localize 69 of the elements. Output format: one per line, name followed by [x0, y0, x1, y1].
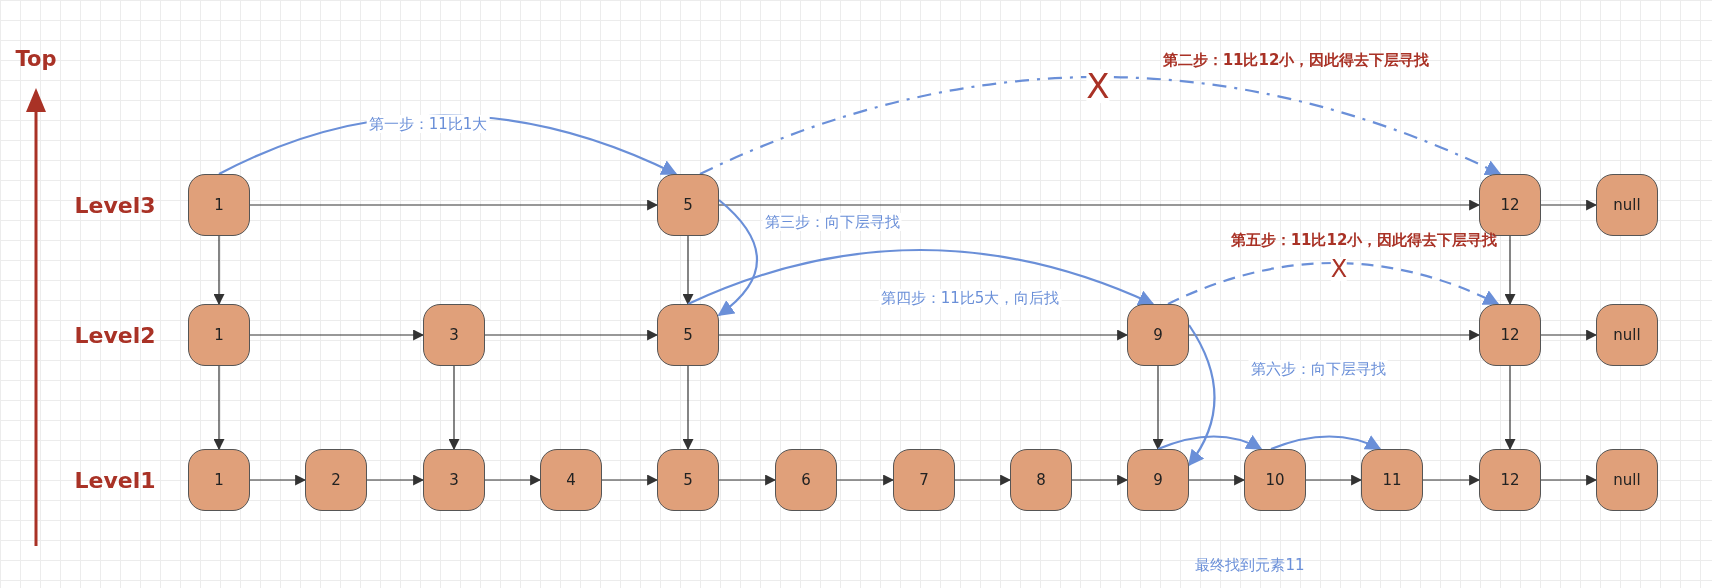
- arrow: [249, 329, 425, 341]
- list-node-box: null: [1596, 304, 1658, 366]
- arrow: [718, 329, 1129, 341]
- cross-mark: X: [1086, 69, 1110, 103]
- arrow: [836, 474, 895, 486]
- arrow: [1270, 435, 1382, 451]
- arrow: [1540, 329, 1598, 341]
- list-node-box: 9: [1127, 449, 1189, 511]
- list-node-box: null: [1596, 174, 1658, 236]
- arrow: [1540, 199, 1598, 211]
- list-node-box: 3: [423, 304, 485, 366]
- arrow: [1422, 474, 1481, 486]
- arrow: [366, 474, 425, 486]
- level-label: Level3: [74, 192, 156, 218]
- list-node-box: 11: [1361, 449, 1423, 511]
- arrow: [1152, 365, 1164, 451]
- edge-label: 第三步：向下层寻找: [762, 213, 902, 231]
- arrow: [484, 474, 542, 486]
- list-node-box: 6: [775, 449, 837, 511]
- arrow: [1188, 474, 1246, 486]
- list-node-box: 9: [1127, 304, 1189, 366]
- list-node-box: 2: [305, 449, 367, 511]
- arrow: [1504, 365, 1516, 451]
- arrow: [1504, 235, 1516, 306]
- list-node-box: 8: [1010, 449, 1072, 511]
- arrow: [1167, 261, 1500, 306]
- arrow: [718, 199, 1481, 211]
- list-node-box: 4: [540, 449, 602, 511]
- level-label: Level1: [74, 467, 156, 493]
- list-node-box: 1: [188, 449, 250, 511]
- arrow: [213, 235, 225, 306]
- arrow: [249, 199, 659, 211]
- list-node-box: null: [1596, 449, 1658, 511]
- list-node-box: 7: [893, 449, 955, 511]
- arrow: [213, 365, 225, 451]
- arrow: [718, 474, 777, 486]
- list-node-box: 5: [657, 449, 719, 511]
- arrow: [1157, 435, 1263, 451]
- list-node-box: 5: [657, 174, 719, 236]
- axis-label: Top: [15, 47, 57, 71]
- arrow: [249, 474, 307, 486]
- list-node-box: 12: [1479, 304, 1541, 366]
- edge-label: 第二步：11比12小，因此得去下层寻找: [1161, 51, 1431, 69]
- arrow: [687, 249, 1155, 306]
- edge-label: 第四步：11比5大，向后找: [878, 289, 1062, 307]
- result-note: 最终找到元素11: [1195, 555, 1305, 575]
- edge-label: 第一步：11比1大: [366, 115, 490, 133]
- list-node-box: 5: [657, 304, 719, 366]
- list-node-box: 1: [188, 304, 250, 366]
- list-node-box: 10: [1244, 449, 1306, 511]
- arrow: [1071, 474, 1129, 486]
- list-node-box: 1: [188, 174, 250, 236]
- arrow: [484, 329, 659, 341]
- arrow: [682, 235, 694, 306]
- edge-label: 第六步：向下层寻找: [1248, 360, 1388, 378]
- arrow: [1540, 474, 1598, 486]
- arrow: [448, 365, 460, 451]
- arrow: [699, 76, 1502, 176]
- arrow: [682, 365, 694, 451]
- arrow: [1188, 329, 1481, 341]
- arrow: [954, 474, 1012, 486]
- arrow: [717, 199, 758, 316]
- list-node-box: 12: [1479, 449, 1541, 511]
- level-label: Level2: [74, 322, 156, 348]
- arrow: [1305, 474, 1363, 486]
- arrow: [601, 474, 659, 486]
- list-node-box: 3: [423, 449, 485, 511]
- cross-mark: X: [1330, 257, 1348, 281]
- arrow: [1188, 324, 1216, 467]
